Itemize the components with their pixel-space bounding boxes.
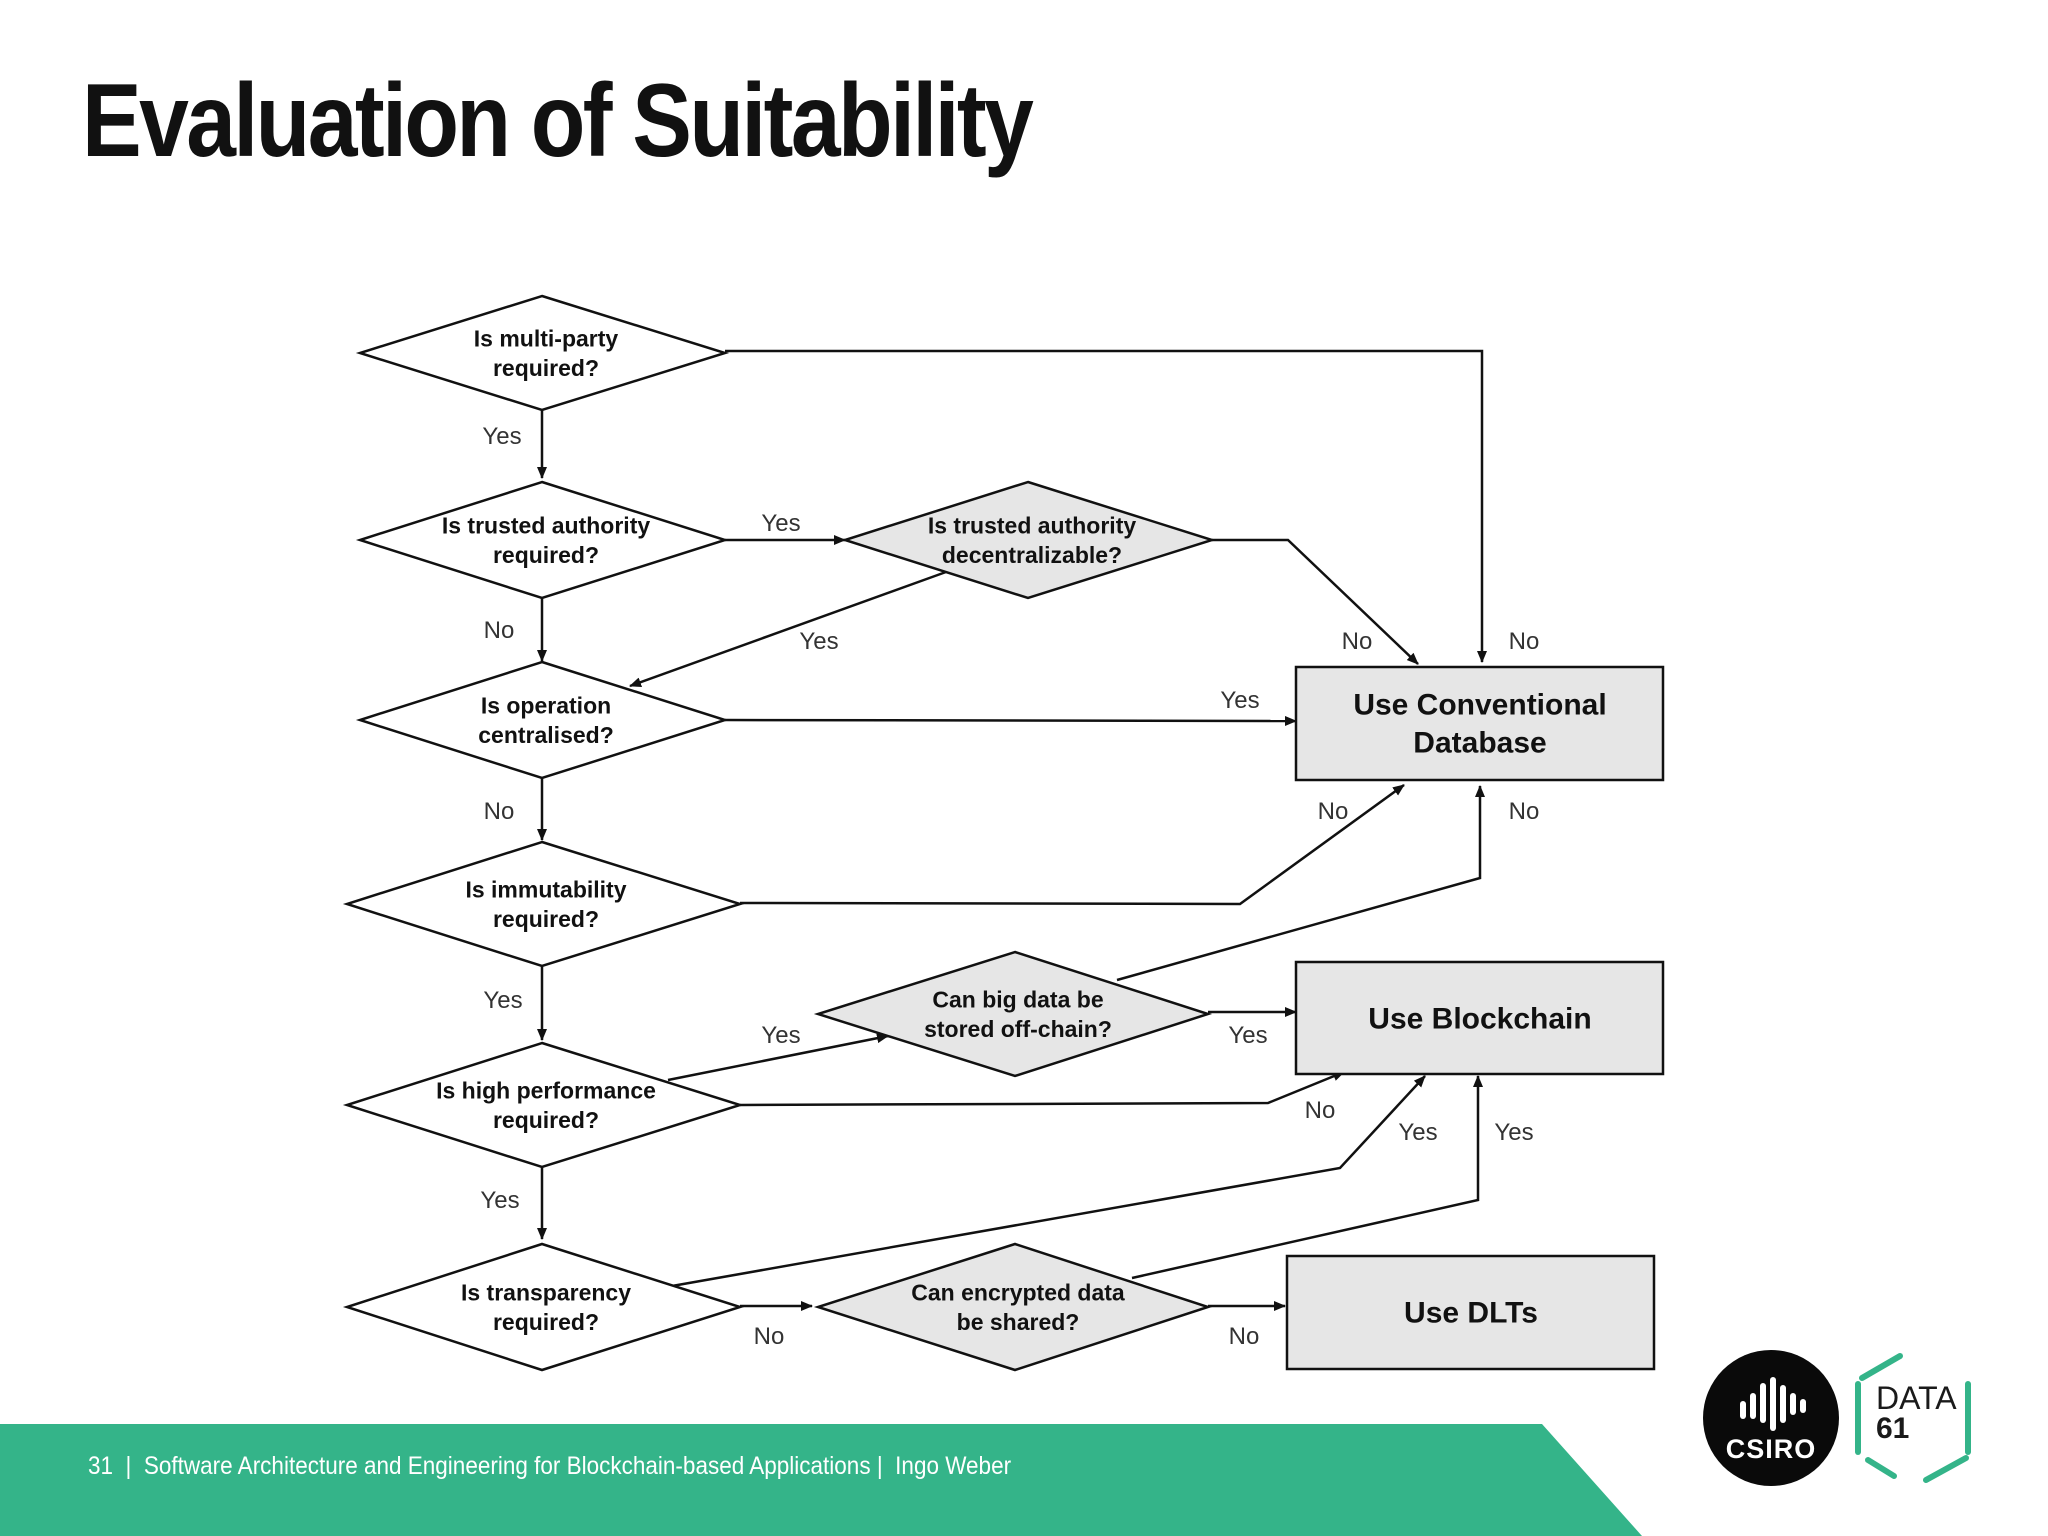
text-line: Can encrypted data xyxy=(911,1279,1125,1305)
decision-trusted-authority xyxy=(355,480,730,600)
text-line: required? xyxy=(493,1309,599,1335)
decision-encrypted xyxy=(813,1242,1213,1372)
decision-centralised-text: Is operation centralised? xyxy=(478,692,614,747)
text-line: decentralizable? xyxy=(942,542,1122,568)
edge-label: No xyxy=(754,1323,785,1350)
decision-centralised xyxy=(355,660,730,780)
edge-imm-no xyxy=(739,783,1405,906)
hexagon-icon xyxy=(1855,1353,1971,1483)
text-line: Is trusted authority xyxy=(928,512,1137,538)
outcome-blockchain xyxy=(1294,960,1665,1076)
edge-label: Yes xyxy=(1398,1119,1437,1146)
data61-wordmark-line2: 61 xyxy=(1876,1412,1910,1445)
edge-dec-no xyxy=(1212,538,1419,665)
edge-bd-no xyxy=(1116,785,1485,982)
decision-big-data-text: Can big data be stored off-chain? xyxy=(924,986,1112,1041)
edge-hp-yes xyxy=(667,1033,889,1082)
edge-tr-yes xyxy=(671,1075,1426,1288)
decision-encrypted-text: Can encrypted data be shared? xyxy=(911,1279,1125,1334)
text-line: required? xyxy=(493,1107,599,1133)
footer-course-title: Software Architecture and Engineering fo… xyxy=(143,1452,871,1480)
text-line: Is multi-party xyxy=(474,325,619,351)
connectors xyxy=(537,349,1487,1311)
decision-trusted-authority-text: Is trusted authority required? xyxy=(442,512,651,567)
edge-label: No xyxy=(1318,798,1349,825)
text-line: stored off-chain? xyxy=(924,1016,1112,1042)
edge-multi-no xyxy=(725,349,1487,663)
text-line: required? xyxy=(493,906,599,932)
decision-decentralizable-text: Is trusted authority decentralizable? xyxy=(928,512,1137,567)
csiro-wordmark: CSIRO xyxy=(1725,1434,1817,1464)
page-title: Evaluation of Suitability xyxy=(82,63,1034,179)
edge-label: Yes xyxy=(482,423,521,450)
decision-high-performance-text: Is high performance required? xyxy=(436,1077,656,1132)
edge-label: No xyxy=(1229,1323,1260,1350)
decision-immutability-text: Is immutability required? xyxy=(465,876,626,931)
decision-multi-party xyxy=(355,294,730,412)
outcome-conventional-db xyxy=(1294,665,1665,782)
data61-logo: DATA 61 xyxy=(1848,1346,1978,1492)
edge-label: No xyxy=(484,617,515,644)
edge-label: Yes xyxy=(480,1187,519,1214)
decision-transparency-text: Is transparency required? xyxy=(461,1279,631,1334)
text-line: Can big data be xyxy=(932,986,1103,1012)
edge-dec-yes xyxy=(629,570,947,688)
text-line: Database xyxy=(1413,727,1546,760)
text-line: required? xyxy=(493,355,599,381)
edge-label: Yes xyxy=(1220,687,1259,714)
edge-label: Yes xyxy=(1494,1119,1533,1146)
page-number: 31 xyxy=(88,1452,114,1480)
decision-big-data xyxy=(813,950,1213,1078)
decision-transparency xyxy=(342,1242,745,1372)
outcome-dlts xyxy=(1285,1254,1656,1371)
text-line: centralised? xyxy=(478,722,614,748)
edge-label: Yes xyxy=(1228,1022,1267,1049)
edge-label: Yes xyxy=(799,628,838,655)
text-line: Is operation xyxy=(481,692,611,718)
edge-cent-yes xyxy=(724,715,1297,726)
edge-label: No xyxy=(1342,628,1373,655)
text-line: Is high performance xyxy=(436,1077,656,1103)
edge-label: Yes xyxy=(761,1022,800,1049)
edge-label: No xyxy=(484,798,515,825)
text-line: Use Conventional xyxy=(1353,688,1606,721)
decision-decentralizable xyxy=(840,480,1217,600)
text-line: Use Blockchain xyxy=(1368,1003,1591,1036)
decision-immutability xyxy=(342,840,745,968)
text-line: Use DLTs xyxy=(1404,1297,1538,1330)
edge-enc-yes xyxy=(1131,1075,1483,1280)
edge-label: Yes xyxy=(761,510,800,537)
edge-label: No xyxy=(1509,798,1540,825)
decision-high-performance xyxy=(342,1041,745,1169)
footer-text: 31 | Software Architecture and Engineeri… xyxy=(88,1452,1012,1480)
csiro-logo: CSIRO xyxy=(1703,1350,1839,1486)
text-line: Is trusted authority xyxy=(442,512,651,538)
text-line: Is immutability xyxy=(465,876,626,902)
edge-hp-no xyxy=(739,1070,1345,1107)
outcome-dlts-text: Use DLTs xyxy=(1404,1297,1538,1330)
edge-label: No xyxy=(1509,628,1540,655)
text-line: be shared? xyxy=(957,1309,1080,1335)
text-line: Is transparency xyxy=(461,1279,631,1305)
data61-wordmark-line1: DATA xyxy=(1876,1380,1957,1416)
edge-label: No xyxy=(1305,1097,1336,1124)
footer-author: Ingo Weber xyxy=(895,1452,1012,1480)
edge-label: Yes xyxy=(483,987,522,1014)
csiro-mark-icon xyxy=(1740,1377,1806,1431)
decision-multi-party-text: Is multi-party required? xyxy=(474,325,619,380)
outcome-blockchain-text: Use Blockchain xyxy=(1368,1003,1591,1036)
text-line: required? xyxy=(493,542,599,568)
